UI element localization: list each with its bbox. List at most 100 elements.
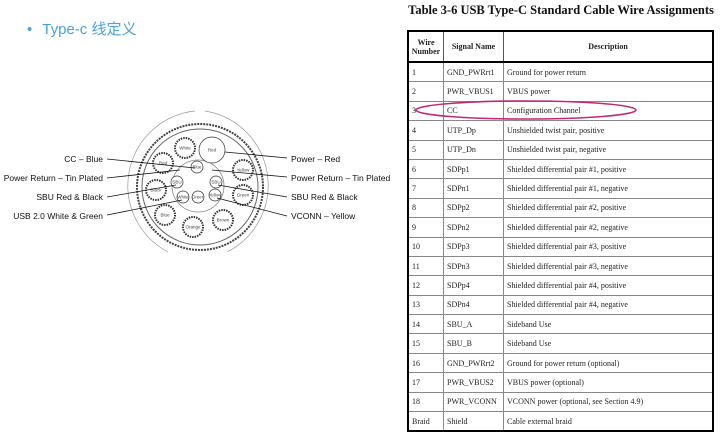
wire-number: 6	[407, 158, 444, 180]
wire-conductor	[182, 216, 204, 238]
signal-name: SDPp3	[443, 236, 504, 257]
signal-name: GND_PWRrt1	[443, 61, 504, 83]
wire-conductor	[212, 209, 234, 231]
wire-number: 5	[407, 139, 444, 160]
signal-name: SBU_B	[443, 333, 504, 354]
signal-name: SDPn1	[443, 178, 504, 199]
description: Shielded differential pair #1, positive	[503, 158, 714, 180]
wire-color-label: Brown	[217, 218, 230, 223]
description: Unshielded twist pair, negative	[503, 139, 714, 160]
wire-color-label: Green	[192, 195, 205, 200]
wire-color-label: Red	[208, 148, 217, 153]
header-signal-name: Signal Name	[443, 30, 504, 63]
wire-number: 10	[407, 236, 444, 257]
leader-line	[106, 158, 196, 169]
leader-line	[106, 199, 183, 216]
signal-name: SDPn4	[443, 294, 504, 316]
wire-color-label: Orange	[185, 225, 201, 230]
wire-color-label: SBU	[211, 180, 220, 185]
outer-arc-left	[127, 110, 196, 253]
signal-name: SDPn2	[443, 217, 504, 238]
wire-color-label: Red	[159, 161, 168, 166]
wire-number: 8	[407, 197, 444, 219]
wire-color-label: SBU	[172, 180, 181, 185]
signal-name: PWR_VBUS1	[443, 81, 504, 102]
wire-number: 11	[407, 255, 444, 277]
description: Shielded differential pair #1, negative	[503, 178, 714, 199]
leader-line	[106, 184, 177, 198]
wire-conductor	[154, 204, 176, 226]
callout-label: Power – Red	[291, 154, 340, 164]
wire-number: 14	[407, 314, 444, 335]
wire-number: 16	[407, 352, 444, 374]
leader-line	[217, 184, 288, 198]
wire-number: 15	[407, 333, 444, 354]
signal-name: SBU_A	[443, 314, 504, 335]
signal-name: PWR_VCONN	[443, 391, 504, 413]
callout-label: Power Return – Tin Plated	[291, 173, 390, 183]
heading-text: Type-c 线定义	[42, 21, 137, 38]
leader-line	[211, 169, 288, 178]
slide-heading: • Type-c 线定义	[27, 18, 136, 39]
description: Shielded differential pair #4, negative	[503, 294, 714, 316]
wire-number: 17	[407, 372, 444, 393]
description: Sideband Use	[503, 314, 714, 335]
description: Sideband Use	[503, 333, 714, 354]
description: VCONN power (optional, see Section 4.9)	[503, 391, 714, 413]
wire-number: 2	[407, 81, 444, 102]
outer-arc-right	[204, 110, 269, 253]
signal-name: SDPp4	[443, 275, 504, 296]
description: Shielded differential pair #4, positive	[503, 275, 714, 296]
signal-name: UTP_Dn	[443, 139, 504, 160]
signal-name: Shield	[443, 411, 504, 432]
wire-conductor	[174, 137, 196, 159]
signal-name: PWR_VBUS2	[443, 372, 504, 393]
wire-conductor	[152, 152, 174, 174]
wire-number: 7	[407, 178, 444, 199]
callout-label: Power Return – Tin Plated	[4, 173, 103, 183]
wire-color-label: White	[177, 195, 189, 200]
wire-number: Braid	[407, 411, 444, 432]
table-title: Table 3-6 USB Type-C Standard Cable Wire…	[408, 3, 714, 17]
description: VBUS power (optional)	[503, 372, 714, 393]
callout-label: CC – Blue	[64, 154, 103, 164]
wire-conductor	[190, 160, 204, 174]
signal-name: UTP_Dp	[443, 120, 504, 141]
description: Shielded differential pair #3, negative	[503, 255, 714, 277]
wire-number: 12	[407, 275, 444, 296]
wire-number: 1	[407, 61, 444, 83]
description: Shielded differential pair #2, positive	[503, 197, 714, 219]
bullet-icon: •	[27, 21, 33, 38]
wire-color-label: Blue	[160, 213, 170, 218]
wire-number: 4	[407, 120, 444, 141]
description: Ground for power return (optional)	[503, 352, 714, 374]
description: Shielded differential pair #3, positive	[503, 236, 714, 257]
signal-name: GND_PWRrt2	[443, 352, 504, 374]
callout-label: VCONN – Yellow	[291, 211, 356, 221]
signal-name: SDPp2	[443, 197, 504, 219]
wire-color-label: Black	[150, 188, 162, 193]
leader-line	[224, 151, 288, 159]
description: VBUS power	[503, 81, 714, 102]
wire-color-label: Green	[237, 193, 250, 198]
callout-label: SBU Red & Black	[36, 192, 103, 202]
description: Cable external braid	[503, 411, 714, 432]
callout-label: SBU Red & Black	[291, 192, 358, 202]
wire-color-label: Yellow	[209, 193, 223, 198]
signal-name: CC	[443, 100, 504, 122]
wire-conductor	[198, 136, 226, 164]
